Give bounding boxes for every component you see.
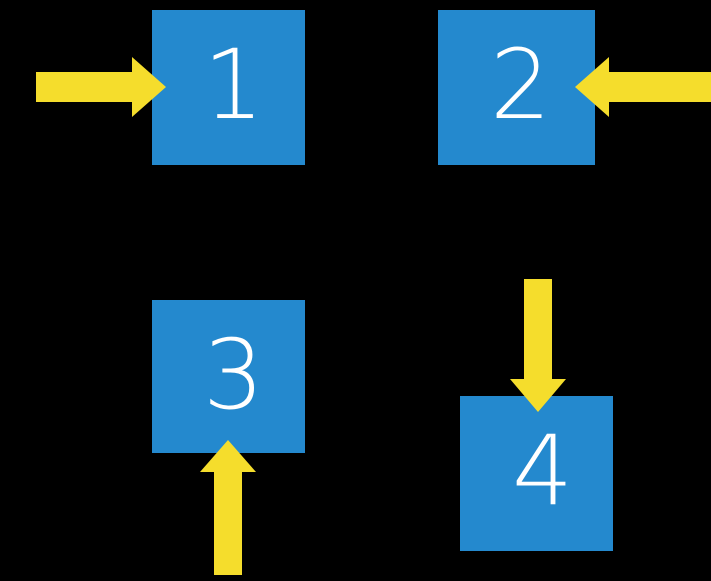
node-label-1: 1 [203,29,265,141]
node-box-1[interactable] [152,10,305,165]
node-box-3[interactable] [152,300,305,453]
node-label-4: 4 [512,415,574,527]
arrow-up-into-node-3 [200,440,256,575]
arrow-left-into-node-2 [575,57,711,117]
arrow-right-into-node-1 [36,57,166,117]
node-box-4[interactable] [460,396,613,551]
node-box-2[interactable] [438,10,595,165]
arrow-down-into-node-4 [510,279,566,412]
node-label-2: 2 [490,29,552,141]
node-label-3: 3 [203,319,265,431]
